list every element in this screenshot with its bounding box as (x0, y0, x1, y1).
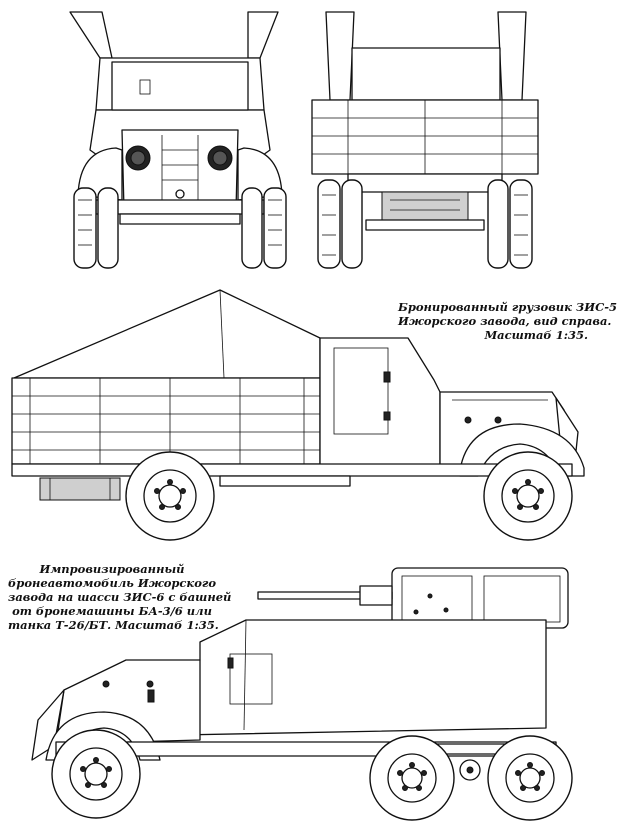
zis6-side-door (229, 653, 273, 705)
front-view-left-plate (69, 11, 113, 59)
turret (391, 567, 569, 629)
zis5-cab-door (333, 347, 389, 435)
caption-line: Бронированный грузовик ЗИС-5 (398, 300, 617, 314)
caption-zis5-truck: Бронированный грузовик ЗИС-5 Ижорского з… (398, 300, 617, 342)
caption-line: от бронемашины БА-3/6 или (12, 604, 212, 618)
truck-rear-view (311, 11, 539, 269)
caption-line: Импровизированный (39, 562, 185, 576)
zis6-armored-car-view (31, 567, 573, 821)
caption-line: танка Т-26/БТ. Масштаб 1:35. (8, 618, 219, 632)
technical-drawings (11, 11, 585, 821)
caption-line: Ижорского завода, вид справа. (398, 314, 612, 328)
zis5-side-view (11, 289, 585, 541)
caption-line: Масштаб 1:35. (484, 328, 588, 342)
caption-zis6-armored-car: Импровизированный бронеавтомобиль Ижорск… (8, 562, 232, 632)
truck-front-view (69, 11, 287, 269)
caption-line: завода на шасси ЗИС-6 с башней (8, 590, 232, 604)
drawing-sheet: Бронированный грузовик ЗИС-5 Ижорского з… (8, 11, 617, 821)
caption-line: бронеавтомобиль Ижорского (8, 576, 217, 590)
